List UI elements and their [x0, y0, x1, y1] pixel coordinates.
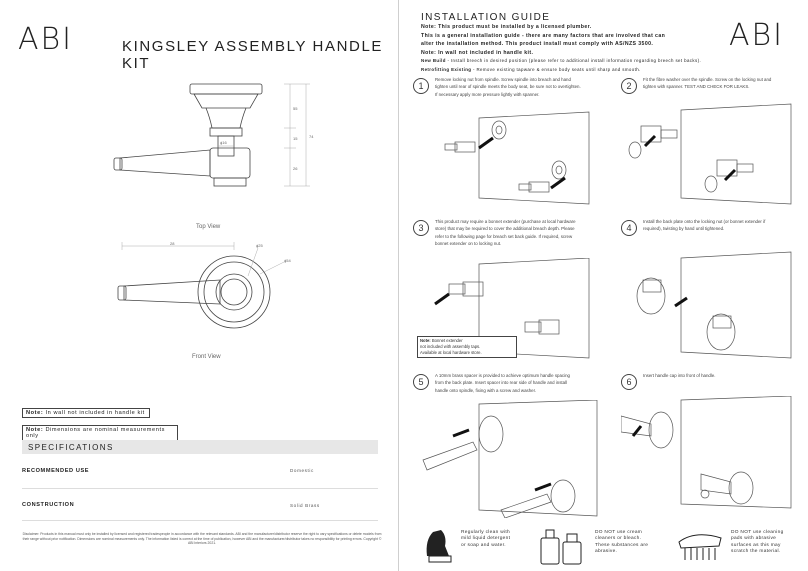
- spec-divider: [22, 520, 378, 521]
- guide-title: INSTALLATION GUIDE: [421, 12, 551, 23]
- spec-divider: [22, 488, 378, 489]
- dim-74: 74: [309, 134, 314, 139]
- step-2-text: Fit the fibre washer over the spindle. S…: [643, 77, 772, 90]
- front-view-label: Front View: [192, 354, 221, 360]
- dim-16: ϕ16: [220, 140, 227, 145]
- dim-25: ϕ25: [256, 243, 263, 248]
- hand-cleaning-icon: [426, 530, 452, 563]
- dim-55: 55: [293, 106, 298, 111]
- step-6-illustration: [621, 396, 792, 509]
- step-6-number: 6: [621, 374, 637, 390]
- step-1-illustration: [444, 111, 590, 205]
- installation-page: INSTALLATION GUIDE ABI Note: This produc…: [398, 0, 808, 571]
- step-4-text: Install the back plate onto the locking …: [643, 219, 766, 232]
- dim-54: ϕ54: [284, 258, 291, 263]
- specifications-heading: SPECIFICATIONS: [22, 440, 378, 454]
- cleaner-bottles-icon: [540, 529, 582, 565]
- step-4-number: 4: [621, 220, 637, 236]
- step-4-illustration: [636, 251, 792, 359]
- step-1-number: 1: [413, 78, 429, 94]
- bonnet-extender-note: Note: Bonnet extender not included with …: [417, 336, 517, 358]
- step-3-text: This product may require a bonnet extend…: [435, 219, 576, 247]
- page-title: KINGSLEY ASSEMBLY HANDLE KIT: [122, 38, 383, 72]
- scrub-brush-icon: [678, 534, 722, 560]
- step-3-number: 3: [413, 220, 429, 236]
- step-3-illustration: [434, 258, 590, 359]
- note-in-wall: Note: In wall not included in handle kit: [22, 408, 150, 418]
- dim-15: 15: [293, 136, 298, 141]
- step-5-number: 5: [413, 374, 429, 390]
- side-view-drawing: 55 15 26 74 ϕ16: [113, 83, 314, 187]
- step-2-number: 2: [621, 78, 637, 94]
- disclaimer-text: Disclaimer: Products in this manual must…: [22, 532, 382, 546]
- product-page: ABI KINGSLEY ASSEMBLY HANDLE KIT 55 15 2…: [0, 0, 398, 571]
- step-1-text: Remove locking nut from spindle. Screw s…: [435, 77, 581, 97]
- step-5-text: A 10mm brass spacer is provided to achie…: [435, 373, 570, 393]
- dim-28: 28: [170, 241, 175, 246]
- top-view-label: Top View: [196, 224, 221, 230]
- note-dimensions: Note: Dimensions are nominal measurement…: [22, 425, 178, 441]
- step-6-text: Insert handle cap into front of handle.: [643, 373, 716, 378]
- step-5-illustration: [422, 400, 598, 518]
- step-2-illustration: [628, 103, 792, 205]
- brand-logo: ABI: [18, 22, 74, 57]
- brand-logo: ABI: [729, 18, 785, 53]
- front-view-drawing: 28 ϕ25 ϕ54: [117, 241, 291, 329]
- guide-notes: Note: This product must be installed by …: [421, 24, 702, 72]
- dim-26: 26: [293, 166, 298, 171]
